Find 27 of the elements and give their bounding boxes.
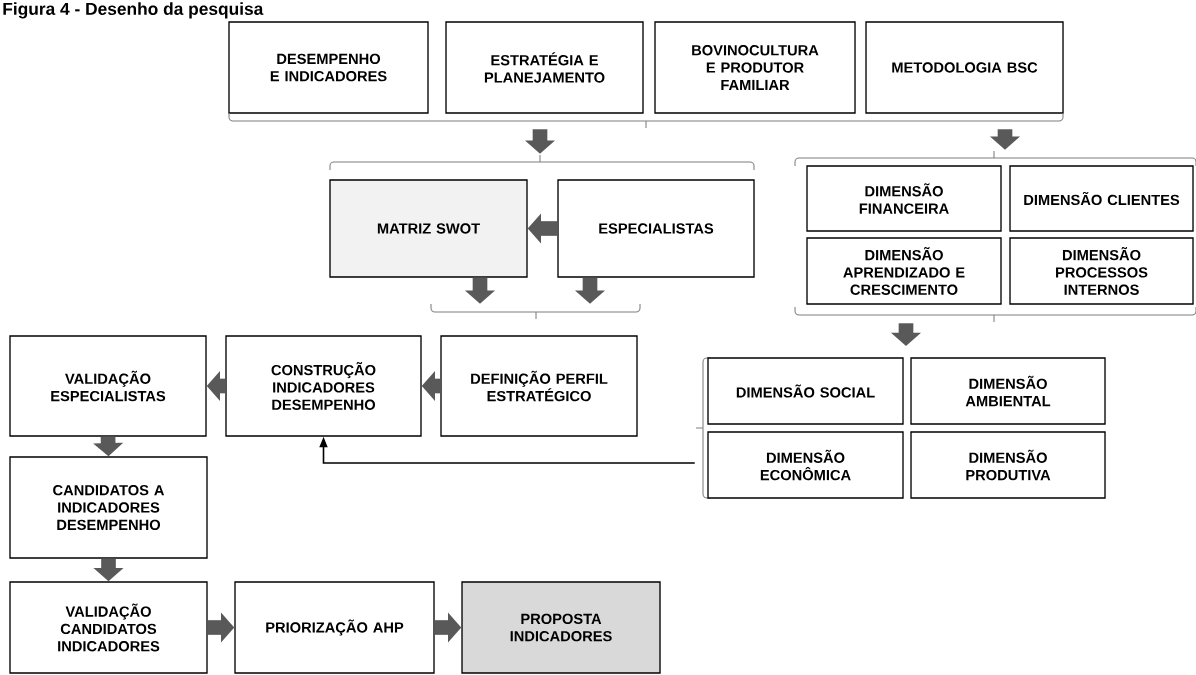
- process-box: DIMENSÃO PRODUTIVA: [910, 431, 1106, 499]
- brace: [794, 306, 1196, 323]
- process-box: ESPECIALISTAS: [557, 179, 755, 278]
- process-box: DIMENSÃO FINANCEIRA: [806, 165, 1002, 232]
- process-box: DIMENSÃO APRENDIZADO E CRESCIMENTO: [806, 237, 1002, 305]
- process-box: DIMENSÃO PROCESSOS INTERNOS: [1009, 237, 1194, 305]
- figure-title: Figura 4 - Desenho da pesquisa: [3, 2, 264, 19]
- process-box: PRIORIZAÇÃO AHP: [234, 581, 435, 674]
- process-box: PROPOSTA INDICADORES: [461, 581, 661, 674]
- process-box: METODOLOGIA BSC: [865, 21, 1064, 114]
- process-box: DIMENSÃO ECONÔMICA: [707, 431, 904, 499]
- process-box: BOVINOCULTURA E PRODUTOR FAMILIAR: [654, 21, 856, 114]
- brace: [329, 154, 755, 171]
- process-box: DESEMPENHO E INDICADORES: [228, 21, 429, 114]
- brace: [430, 303, 641, 320]
- brace: [794, 150, 1196, 167]
- process-box: MATRIZ SWOT: [329, 179, 528, 278]
- process-box: VALIDAÇÃO CANDIDATOS INDICADORES: [9, 581, 208, 674]
- process-box: CONSTRUÇÃO INDICADORES DESEMPENHO: [225, 335, 422, 437]
- process-box: DIMENSÃO CLIENTES: [1009, 165, 1194, 232]
- brace: [228, 112, 1064, 129]
- process-box: DIMENSÃO SOCIAL: [707, 357, 904, 425]
- process-box: ESTRATÉGIA E PLANEJAMENTO: [445, 21, 644, 114]
- process-box: VALIDAÇÃO ESPECIALISTAS: [9, 335, 207, 437]
- process-box: DIMENSÃO AMBIENTAL: [910, 357, 1106, 425]
- process-box: CANDIDATOS A INDICADORES DESEMPENHO: [9, 456, 208, 559]
- process-box: DEFINIÇÃO PERFIL ESTRATÉGICO: [440, 335, 638, 437]
